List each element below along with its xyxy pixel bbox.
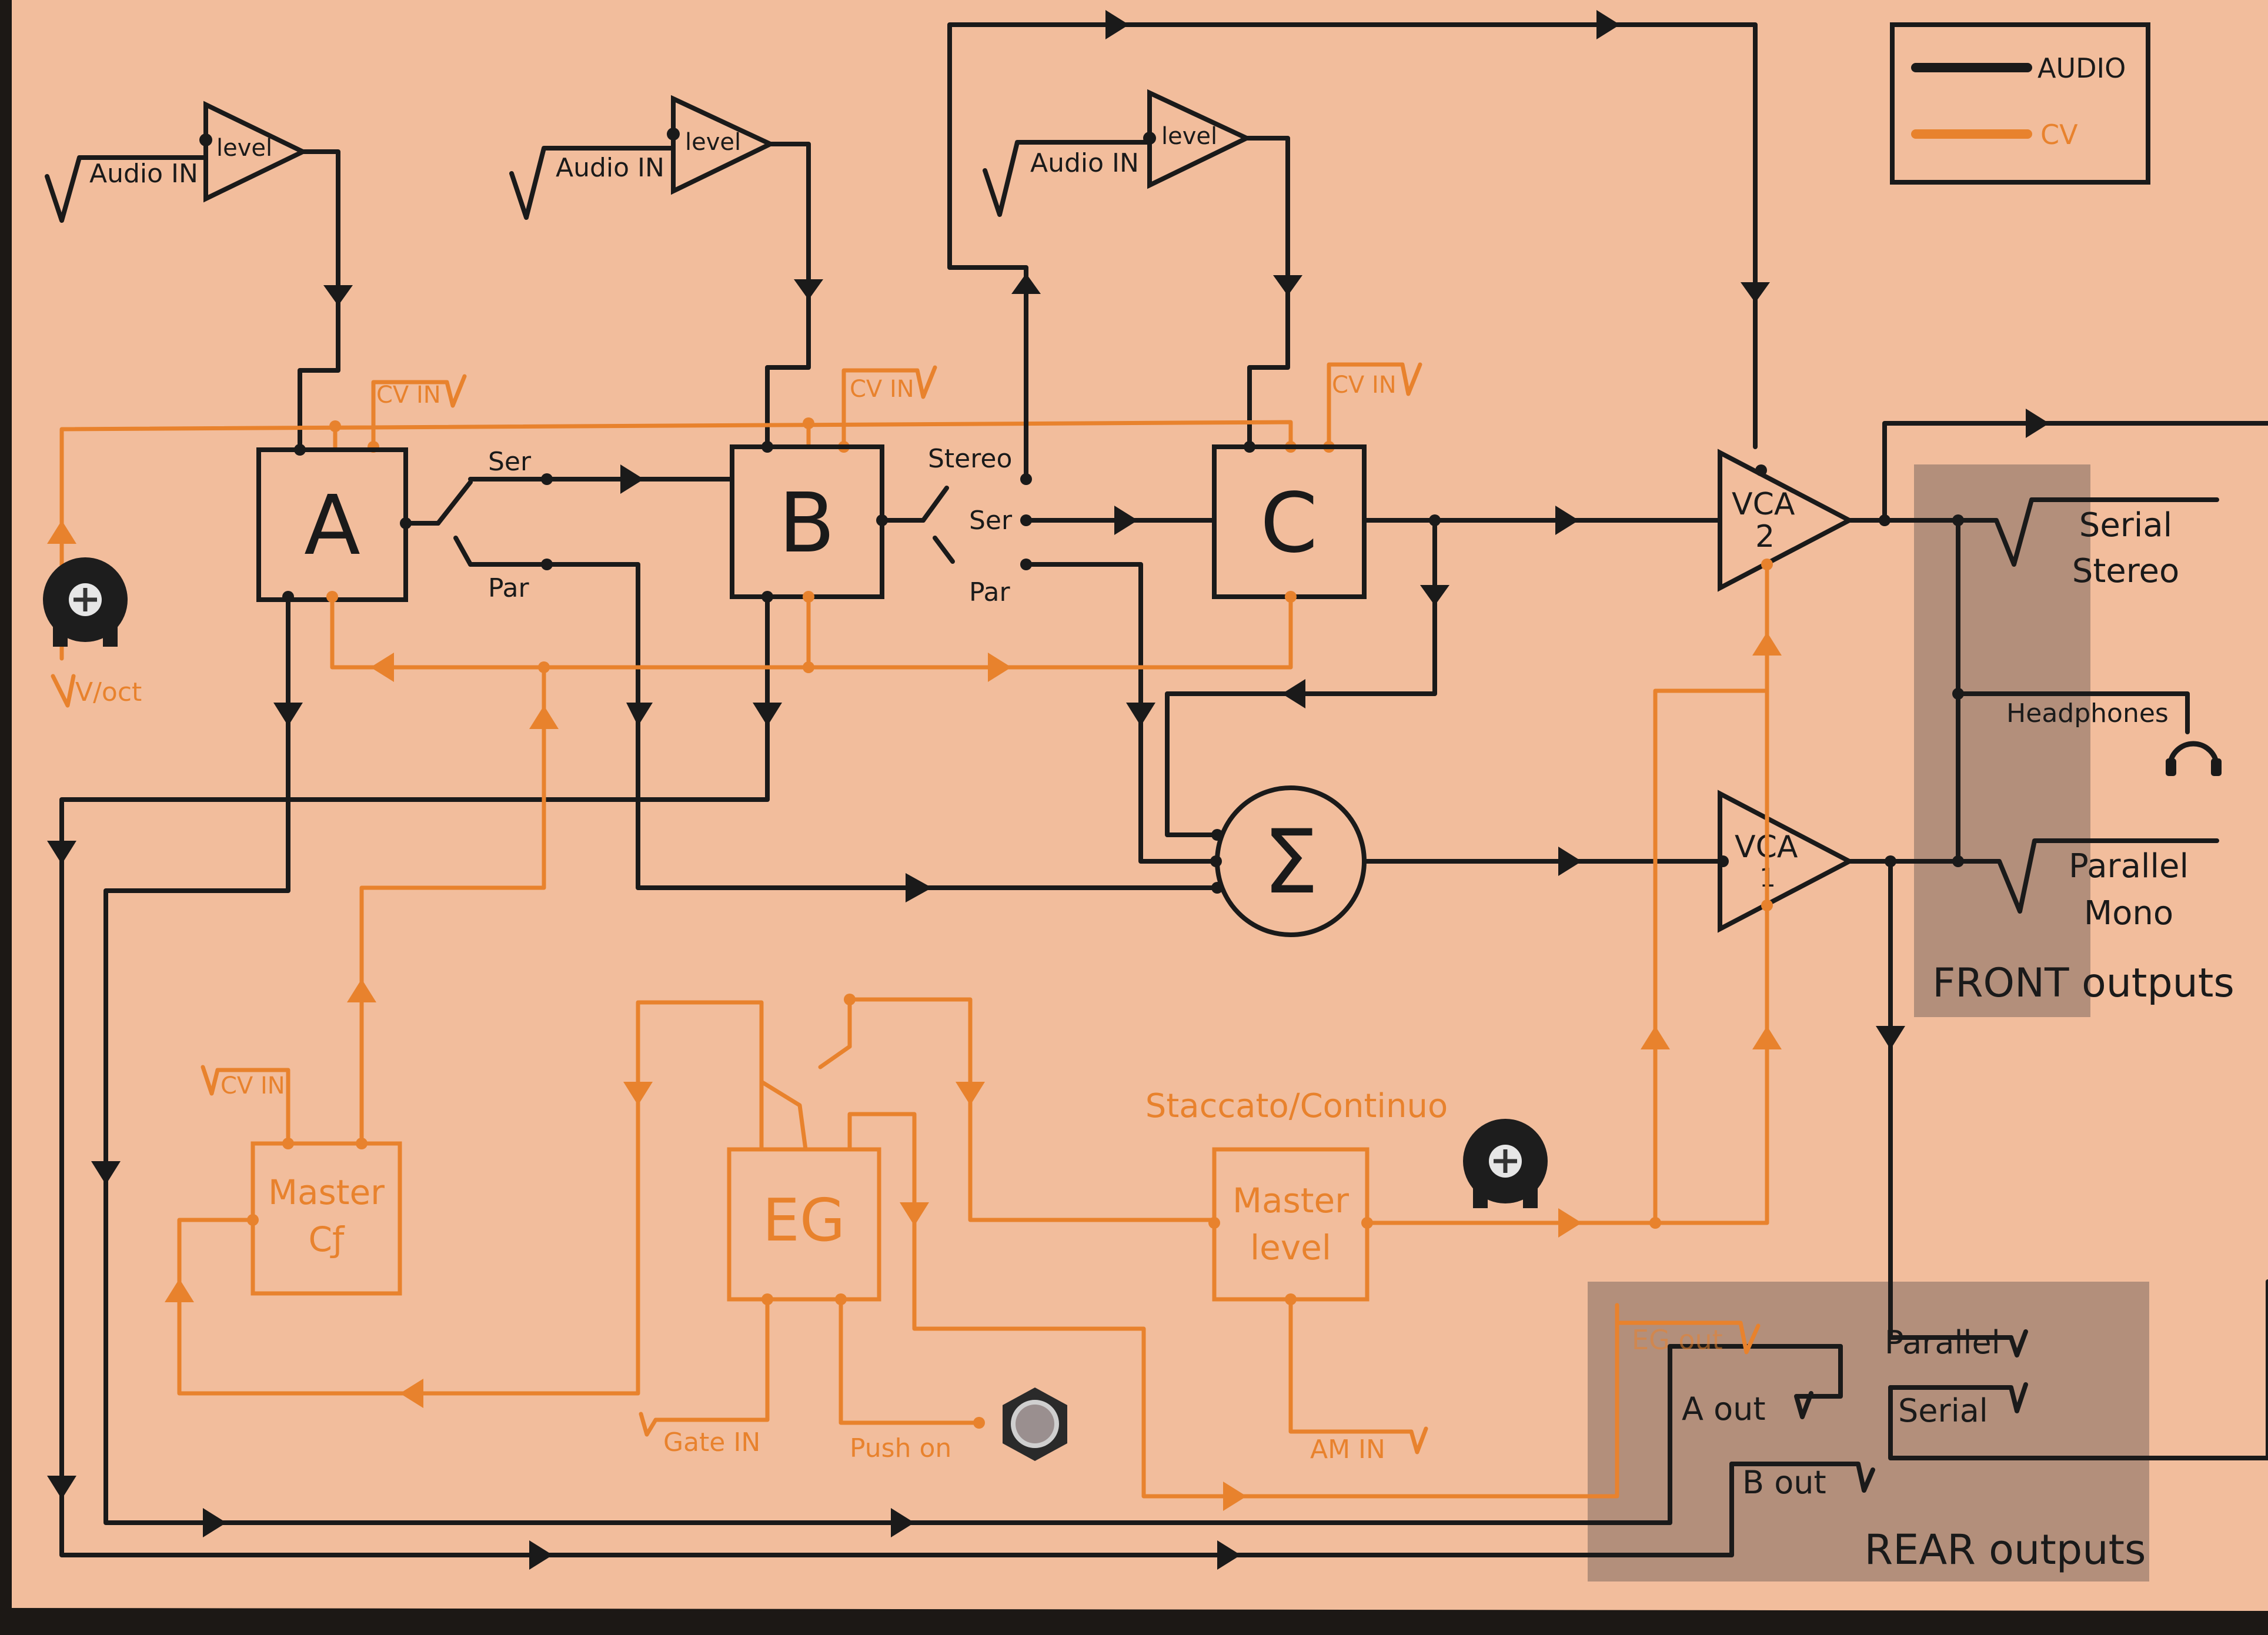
block-a-label: A: [304, 478, 360, 574]
legend-cv-label: CV: [2040, 119, 2078, 151]
level-label: level: [216, 135, 272, 162]
block-b: B: [730, 441, 884, 603]
c-out-route: [1165, 506, 1722, 837]
cv-in-label: CV IN: [850, 376, 914, 403]
vca2-number: 2: [1755, 519, 1775, 554]
cv-in-label: CV IN: [376, 382, 441, 409]
rear-eg-out-label: EG out: [1632, 1324, 1723, 1356]
audio-in-c: Audio IN level: [983, 89, 1302, 449]
legend: AUDIO CV: [1890, 22, 2150, 185]
v-oct-knob-icon[interactable]: [43, 557, 128, 647]
block-c-label: C: [1260, 476, 1318, 571]
push-on-label: Push on: [850, 1433, 951, 1463]
rear-a-out-label: A out: [1682, 1390, 1766, 1427]
vca2-label: VCA: [1732, 487, 1795, 522]
master-level-label-2: level: [1250, 1228, 1331, 1268]
master-cf: Master Cƒ CV IN: [165, 1000, 764, 1408]
eg-block: EG Gate IN Push on: [639, 994, 1619, 1511]
vca2-outputs: Serial Stereo Headphones: [1847, 409, 2268, 864]
serial-stereo-label-1: Serial: [2079, 506, 2172, 544]
eg-label: EG: [763, 1186, 846, 1255]
audio-in-a: Audio IN level: [45, 101, 353, 449]
audio-in-label: Audio IN: [556, 153, 664, 183]
parallel-mono-label-1: Parallel: [2069, 847, 2189, 885]
front-outputs-panel: [1914, 464, 2090, 1017]
rear-outputs-panel: [1588, 1282, 2149, 1581]
switch-par-label: Par: [969, 577, 1011, 607]
switch-ser-label: Ser: [488, 447, 532, 477]
rear-parallel-label: Parallel: [1885, 1324, 2000, 1361]
sigma-mixer: Σ: [1210, 785, 1722, 937]
rear-outputs-title: REAR outputs: [1865, 1526, 2146, 1574]
master-level: Staccato/Continuo Master level AM IN: [1145, 562, 1782, 1465]
master-level-label-1: Master: [1232, 1181, 1349, 1221]
push-button-icon[interactable]: [1003, 1387, 1067, 1461]
switch-stereo-label: Stereo: [928, 444, 1012, 474]
vca-2: VCA 2: [1718, 449, 1855, 592]
vca1-outputs: Parallel Mono: [1847, 838, 2268, 1460]
headphones-label: Headphones: [2006, 698, 2169, 728]
legend-audio-label: AUDIO: [2037, 52, 2126, 84]
front-outputs-title: FRONT outputs: [1932, 960, 2234, 1007]
audio-in-b: Audio IN level: [509, 95, 823, 449]
cv-in-label: CV IN: [1332, 372, 1397, 399]
cv-in-label: CV IN: [221, 1072, 285, 1099]
parallel-mono-label-2: Mono: [2084, 894, 2173, 932]
am-in-label: AM IN: [1310, 1435, 1385, 1465]
block-b-label: B: [779, 476, 835, 571]
level-label: level: [685, 129, 741, 156]
cv-bus-top: CV IN CV IN CV IN: [47, 362, 1422, 661]
master-cf-label-2: Cƒ: [309, 1219, 345, 1259]
staccato-label: Staccato/Continuo: [1145, 1087, 1448, 1125]
v-oct-label: V/oct: [75, 677, 142, 707]
sigma-label: Σ: [1263, 811, 1319, 914]
serial-stereo-label-2: Stereo: [2072, 552, 2179, 590]
audio-in-label: Audio IN: [1030, 148, 1139, 178]
switch-ser-label: Ser: [969, 506, 1013, 536]
switch-par-label: Par: [488, 573, 530, 603]
rear-serial-label: Serial: [1898, 1392, 1988, 1429]
switch-b-c[interactable]: Stereo Ser Par: [876, 10, 1770, 864]
audio-in-label: Audio IN: [89, 159, 198, 189]
level-label: level: [1161, 123, 1217, 150]
switch-a-b[interactable]: Ser Par: [400, 447, 1217, 902]
staccato-knob-icon[interactable]: [1463, 1119, 1548, 1208]
master-cf-label-1: Master: [268, 1172, 385, 1212]
headphones-icon: [2166, 741, 2222, 776]
gate-in-label: Gate IN: [663, 1427, 760, 1457]
rear-b-out-label: B out: [1742, 1464, 1826, 1501]
